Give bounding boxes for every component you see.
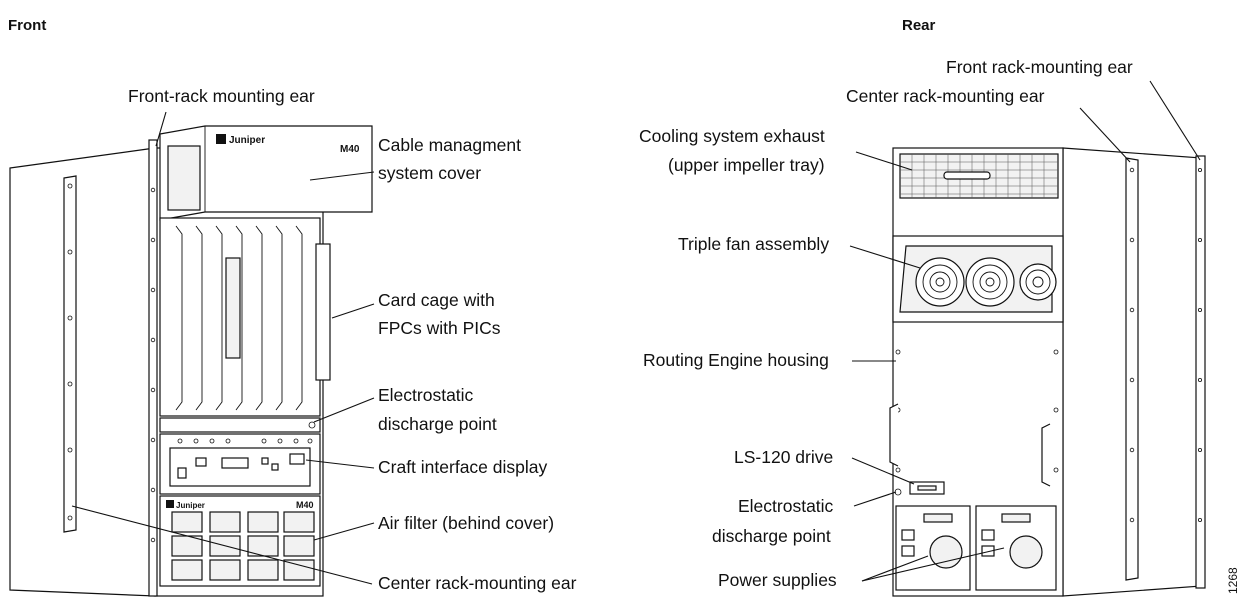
leader-air-filter: [313, 522, 375, 541]
rear-center-ear-holes: [1129, 167, 1135, 523]
leader-fan: [849, 245, 921, 269]
leader-power-2: [861, 547, 1005, 582]
routing-engine-housing: [889, 349, 1059, 487]
fpc-cards: [175, 225, 331, 411]
figure-number: 1268: [1226, 567, 1240, 594]
leader-card-cage: [331, 303, 375, 319]
label-front-esd-1: Electrostatic: [378, 385, 474, 405]
model-label-top: M40: [340, 144, 360, 155]
label-rear-esd-1: Electrostatic: [738, 496, 834, 516]
air-filter-grilles: [171, 511, 315, 581]
rear-chassis: [889, 147, 1206, 597]
craft-lcd-display: [221, 457, 249, 469]
leader-cable-mgmt: [309, 171, 375, 181]
side-rail-holes: [67, 183, 73, 521]
front-heading: Front: [8, 17, 46, 34]
psu-connectors: [901, 529, 995, 557]
front-esd-point: [308, 421, 316, 429]
label-rear-esd-2: discharge point: [712, 526, 831, 546]
rear-front-ear-rail: [1195, 155, 1206, 589]
label-card-cage-2: FPCs with PICs: [378, 318, 501, 338]
label-cable-mgmt-2: system cover: [378, 163, 481, 183]
label-craft-interface: Craft interface display: [378, 457, 547, 477]
front-side-rail: [63, 175, 77, 533]
leader-front-esd: [313, 397, 375, 423]
label-rear-center-ear: Center rack-mounting ear: [846, 86, 1045, 106]
leader-ls120: [851, 457, 915, 485]
label-cable-mgmt-1: Cable managment: [378, 135, 521, 155]
label-front-center-ear: Center rack-mounting ear: [378, 573, 577, 593]
leader-front-center-ear: [71, 505, 373, 585]
front-rail-holes: [150, 187, 156, 543]
rear-front-ear-holes: [1198, 167, 1203, 523]
label-ls120: LS-120 drive: [734, 447, 833, 467]
leader-craft-interface: [305, 459, 375, 469]
psu2-fan-icon: [1009, 535, 1043, 569]
leader-front-rack-mounting-ear: [155, 111, 167, 147]
leader-power-1: [861, 555, 929, 582]
juniper-logo-icon: [166, 500, 174, 508]
craft-leds: [177, 438, 313, 479]
front-esd-strip: [159, 417, 321, 433]
label-front-esd-2: discharge point: [378, 414, 497, 434]
leader-rear-center-ear: [1079, 107, 1131, 163]
label-rear-front-ear: Front rack-mounting ear: [946, 57, 1133, 77]
label-exhaust-1: Cooling system exhaust: [639, 126, 825, 146]
rear-center-ear-rail: [1125, 157, 1139, 581]
label-card-cage-1: Card cage with: [378, 290, 495, 310]
label-routing-engine: Routing Engine housing: [643, 350, 829, 370]
leader-rear-esd: [853, 491, 897, 507]
label-front-rack-mounting-ear: Front-rack mounting ear: [128, 86, 315, 106]
label-power: Power supplies: [718, 570, 837, 590]
rear-heading: Rear: [902, 17, 936, 34]
brand-label-filter: Juniper: [176, 501, 205, 510]
front-side-panel: [9, 147, 156, 597]
exhaust-handle: [943, 171, 991, 180]
fan-icons: [915, 257, 1057, 307]
psu1-fan-icon: [929, 535, 963, 569]
juniper-logo-icon: [216, 134, 226, 144]
front-chassis: Juniper M40: [9, 125, 373, 597]
brand-label-top: Juniper: [229, 135, 265, 146]
model-label-filter: M40: [296, 500, 314, 510]
label-air-filter: Air filter (behind cover): [378, 513, 554, 533]
leader-exhaust: [855, 151, 913, 171]
cable-cover-opening: [167, 145, 201, 211]
label-exhaust-2: (upper impeller tray): [668, 155, 825, 175]
front-rack-rail: [148, 139, 158, 597]
label-fan: Triple fan assembly: [678, 234, 829, 254]
leader-rear-front-ear: [1149, 80, 1201, 161]
